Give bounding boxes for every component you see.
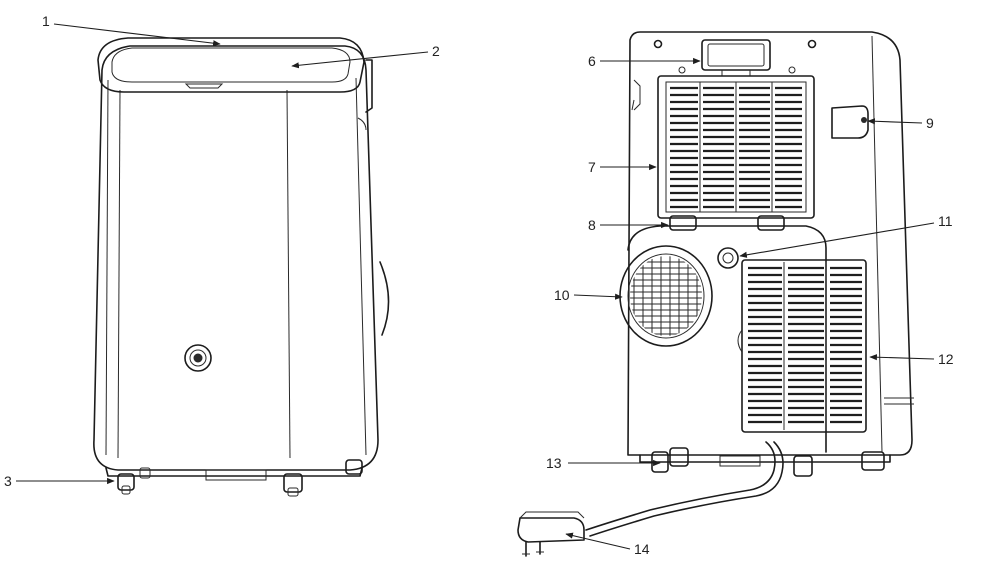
callout-2: 2 bbox=[291, 43, 440, 69]
callout-1: 1 bbox=[42, 13, 221, 47]
side-handle bbox=[831, 105, 869, 139]
top-cover bbox=[97, 37, 365, 93]
filter-tabs bbox=[669, 215, 785, 231]
callout-10: 10 bbox=[554, 287, 623, 303]
callout-6: 6 bbox=[588, 53, 701, 69]
back-view-unit bbox=[517, 31, 914, 557]
svg-text:6: 6 bbox=[588, 53, 596, 69]
front-view-unit bbox=[93, 37, 390, 497]
caster-wheels-front bbox=[117, 459, 363, 497]
callout-11: 11 bbox=[739, 213, 953, 258]
callout-7: 7 bbox=[588, 159, 657, 175]
power-cord-and-plug bbox=[517, 441, 784, 557]
svg-text:11: 11 bbox=[938, 213, 953, 229]
svg-text:13: 13 bbox=[546, 455, 562, 471]
top-handle bbox=[678, 39, 796, 76]
svg-text:14: 14 bbox=[634, 541, 650, 557]
svg-text:3: 3 bbox=[4, 473, 12, 489]
drain-port bbox=[717, 247, 739, 269]
callout-14: 14 bbox=[565, 532, 650, 557]
callout-12: 12 bbox=[869, 351, 954, 367]
upper-air-filter bbox=[657, 75, 815, 219]
callout-9: 9 bbox=[867, 115, 934, 131]
caster-wheels-back bbox=[651, 447, 885, 477]
callout-3: 3 bbox=[4, 473, 115, 489]
svg-text:10: 10 bbox=[554, 287, 570, 303]
svg-text:12: 12 bbox=[938, 351, 954, 367]
lower-air-filter bbox=[737, 259, 867, 433]
svg-text:2: 2 bbox=[432, 43, 440, 59]
exhaust-outlet bbox=[619, 245, 713, 347]
svg-text:9: 9 bbox=[926, 115, 934, 131]
logo-badge-icon bbox=[184, 344, 212, 372]
svg-text:1: 1 bbox=[42, 13, 50, 29]
callout-13: 13 bbox=[546, 455, 661, 471]
svg-text:7: 7 bbox=[588, 159, 596, 175]
callout-8: 8 bbox=[588, 217, 669, 233]
svg-text:8: 8 bbox=[588, 217, 596, 233]
air-outlet-louver bbox=[111, 47, 351, 83]
